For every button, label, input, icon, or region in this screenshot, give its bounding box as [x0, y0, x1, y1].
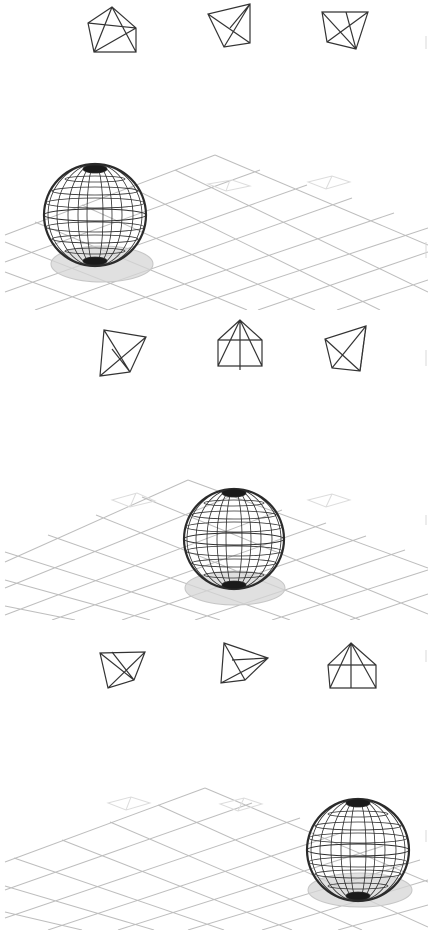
scene-panel-1: [0, 0, 428, 310]
camera-pyramid-icon: [208, 4, 250, 47]
camera-pyramid-icon: [100, 652, 145, 688]
camera-row: [100, 643, 376, 688]
camera-pyramid-icon: [325, 326, 366, 371]
scene-svg-2: [0, 310, 428, 620]
camera-pyramid-icon: [322, 12, 368, 49]
scene-svg-1: [0, 0, 428, 310]
camera-pyramid-icon: [100, 330, 146, 376]
faint-camera-reflections: [108, 797, 262, 811]
scene-panel-3: [0, 620, 428, 930]
faint-camera-reflections: [208, 176, 350, 191]
camera-pyramid-icon: [88, 7, 136, 52]
ground-grid: [5, 788, 428, 930]
camera-pyramid-icon: [221, 643, 268, 683]
scene-svg-3: [0, 620, 428, 930]
camera-pyramid-icon: [218, 320, 262, 370]
camera-pyramid-icon: [328, 643, 376, 688]
scene-panel-2: [0, 310, 428, 620]
camera-row: [100, 320, 366, 376]
camera-row: [88, 4, 368, 52]
